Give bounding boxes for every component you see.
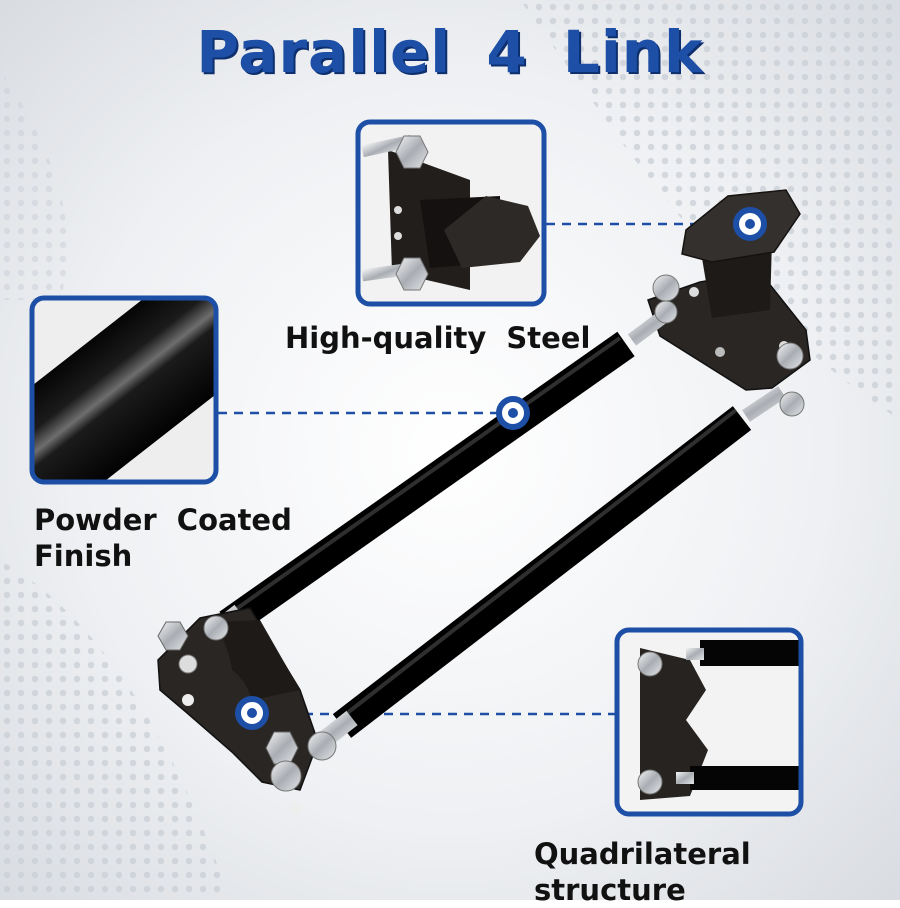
callout-label-powder-line1: Powder Coated [34,503,292,537]
hex-bolt-icon [157,615,337,814]
inset-quad-closeup [614,627,804,817]
callout-label-steel: High-quality Steel [285,321,591,355]
page-title: Parallel 4 Link [196,18,704,86]
halftone-left [0,70,68,300]
callout-label-powder-line2: Finish [34,539,133,573]
halftone-bottom-left [0,560,230,900]
inset-powder-closeup [29,295,219,485]
callout-dot-icon [235,207,767,730]
callout-label-powder: Powder Coated Finish [34,502,292,574]
callout-label-structure: Quadrilateral structure [534,837,751,907]
inset-steel-closeup [355,119,547,307]
rod-ends-top [652,274,805,417]
